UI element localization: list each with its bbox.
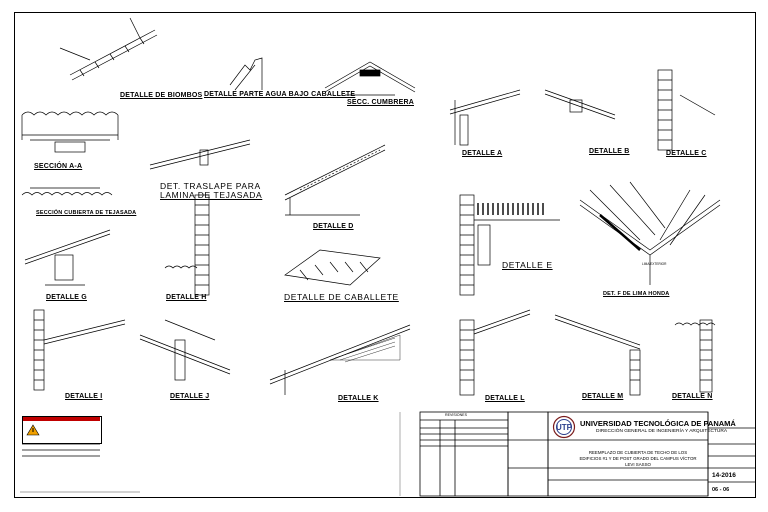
warning-header	[22, 416, 100, 421]
lima-honda-drawing	[579, 181, 721, 285]
label-detalle-i: DETALLE I	[65, 393, 103, 400]
caballete-drawing	[284, 249, 381, 286]
label-detalle-e: DETALLE E	[502, 260, 553, 270]
label-traslape-1: DET. TRASLAPE PARA	[160, 181, 261, 191]
biombos-drawing	[59, 17, 158, 81]
warning-box	[22, 416, 102, 444]
label-cubierta-tejasada: SECCIÓN CUBIERTA DE TEJASADA	[36, 210, 137, 216]
detalle-k-drawing	[269, 324, 411, 395]
sheet-page: 06 - 06	[712, 487, 730, 493]
label-detalle-h: DETALLE H	[166, 294, 207, 301]
drawing-sheet-border	[14, 12, 756, 498]
detalle-j-drawing	[139, 319, 231, 381]
project-line-2: EDIFICIOS #1 Y DE POST GRADO DEL CAMPUS …	[579, 456, 697, 467]
detalle-i-drawing	[33, 309, 126, 391]
label-parte-agua: DETALLE PARTE AGUA BAJO CABALLETE	[204, 91, 356, 98]
label-sec-cumbrera: SECC. CUMBRERA	[347, 99, 414, 106]
project-line-1: REEMPLAZO DE CUBIERTA DE TECHO DE LOS	[588, 450, 688, 455]
detalle-m-drawing	[554, 314, 641, 396]
university-name: UNIVERSIDAD TECNOLÓGICA DE PANAMÁ	[580, 419, 736, 428]
label-detalle-a: DETALLE A	[462, 150, 503, 157]
warning-icon	[26, 424, 40, 436]
detalle-abc-drawing	[449, 69, 716, 151]
label-detalle-j: DETALLE J	[170, 393, 210, 400]
parte-agua-drawing	[229, 57, 263, 91]
revisiones-title: REVISIONES	[445, 413, 467, 417]
label-detalle-g: DETALLE G	[46, 294, 87, 301]
label-seccion-aa: SECCIÓN A-A	[34, 163, 83, 170]
sheet-number: 14-2016	[712, 472, 736, 479]
label-detalle-biombos: DETALLE DE BIOMBOS	[120, 92, 203, 99]
label-detalle-c: DETALLE C	[666, 150, 707, 157]
label-lima-exterior: LIMA EXTERIOR	[642, 262, 667, 266]
cumbrera-drawing	[324, 61, 416, 96]
label-caballete: DETALLE DE CABALLETE	[284, 292, 399, 302]
project-title: REEMPLAZO DE CUBIERTA DE TECHO DE LOS ED…	[578, 450, 698, 468]
detalle-n-drawing	[674, 319, 716, 393]
label-traslape-2: LAMINA DE TEJASADA	[160, 190, 263, 200]
utp-logo-icon: UTP	[552, 415, 576, 439]
traslape-drawing	[149, 139, 251, 170]
detalle-d-drawing	[284, 144, 386, 216]
detalle-l-drawing	[459, 309, 531, 396]
detalle-h-drawing	[164, 194, 210, 296]
logo-text: UTP	[556, 423, 573, 432]
direction-name: DIRECCIÓN GENERAL DE INGENIERÍA Y ARQUIT…	[596, 429, 728, 434]
cubierta-tejasada-drawing	[21, 187, 113, 196]
label-detalle-m: DETALLE M	[582, 393, 624, 400]
label-detalle-l: DETALLE L	[485, 395, 525, 402]
label-detalle-d: DETALLE D	[313, 223, 354, 230]
label-lima-honda: DET. F DE LIMA HONDA	[603, 291, 670, 297]
detalle-e-drawing	[459, 194, 560, 296]
detalle-g-drawing	[24, 229, 111, 286]
label-detalle-k: DETALLE K	[338, 395, 379, 402]
seccion-aa-drawing	[21, 111, 119, 153]
label-detalle-b: DETALLE B	[589, 148, 630, 155]
label-detalle-n: DETALLE N	[672, 393, 713, 400]
title-block-lines	[20, 411, 756, 497]
